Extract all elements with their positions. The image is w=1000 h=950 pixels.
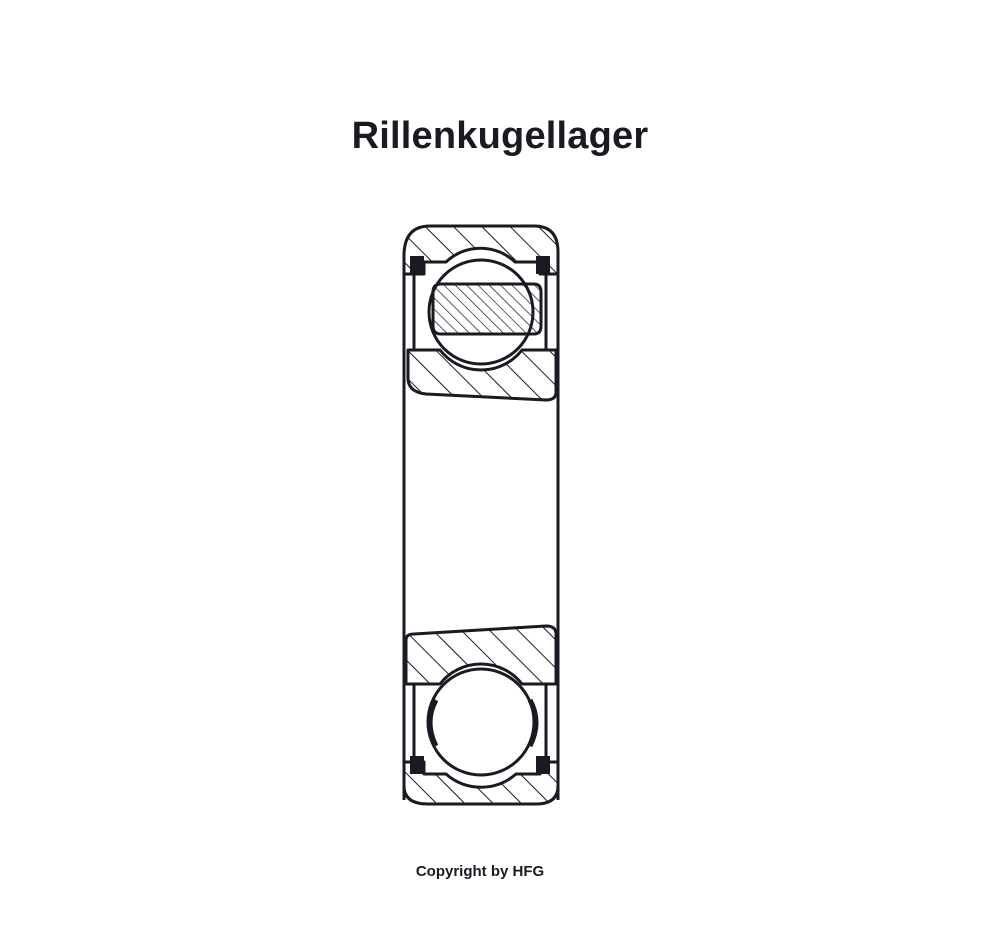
seal-bottom-right [536, 756, 550, 774]
diagram-title: Rillenkugellager [351, 115, 649, 157]
inner-ring-bottom [404, 624, 558, 686]
seal-bottom-left [410, 756, 424, 774]
seal-top-left [410, 256, 424, 274]
cage-bottom-right [527, 698, 539, 748]
cage-top [431, 282, 543, 336]
seal-top-right [536, 256, 550, 274]
outer-ring-bottom [402, 760, 560, 806]
cage-bottom-left [427, 698, 439, 748]
copyright-notice: Copyright by HFG [415, 863, 545, 880]
inner-ring-top [406, 348, 558, 402]
ball-bottom [426, 667, 536, 777]
